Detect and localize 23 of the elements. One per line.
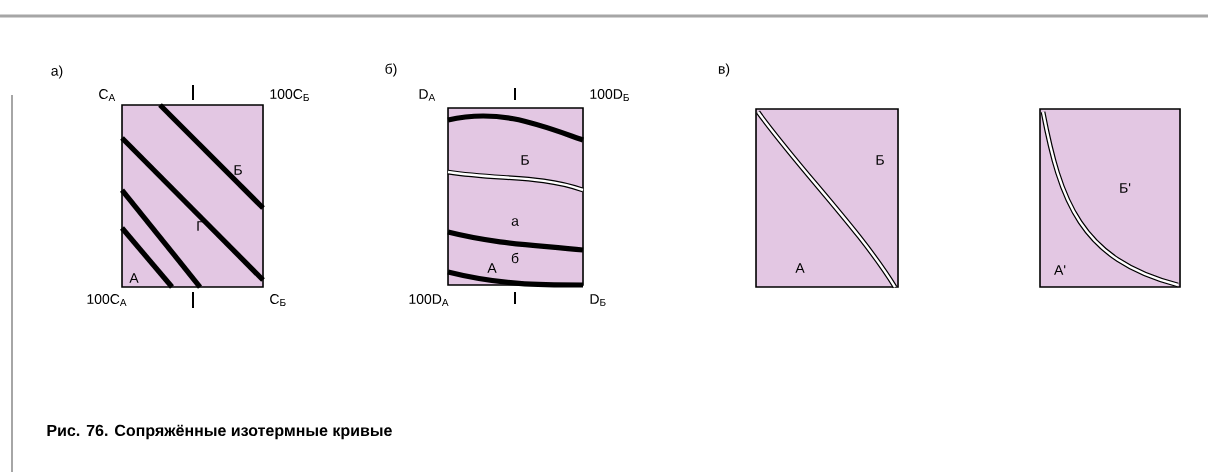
panel-label: б) (385, 63, 397, 77)
region-label: б (511, 252, 519, 264)
axis-label: 100D$_{Б}$ (590, 89, 629, 101)
region-label: Б (521, 155, 529, 165)
axis-label: C$_{А}$ (99, 89, 116, 101)
axis-label: D$_{А}$ (419, 89, 436, 101)
region-label: Г (197, 221, 204, 231)
axis-label: 100C$_{А}$ (87, 294, 127, 306)
axis-label: 100D$_{А}$ (409, 294, 449, 306)
region-label: Б' (1120, 183, 1131, 193)
panel-label: а) (51, 65, 63, 79)
caption: Рис. 76. Сопряжённые изотермные кривые (47, 424, 392, 440)
region-label: А (129, 273, 139, 283)
region-label: А (795, 263, 805, 273)
axis-label: 100C$_{Б}$ (270, 89, 309, 101)
region-label: Б (876, 155, 884, 165)
axis-label: C$_{Б}$ (270, 294, 286, 306)
region-label: Б (234, 165, 242, 175)
axis-label: D$_{Б}$ (590, 294, 606, 306)
region-label: а (511, 218, 519, 226)
region-label: А (487, 263, 497, 273)
region-label: А' (1054, 265, 1066, 275)
panel-label: в) (718, 63, 730, 77)
